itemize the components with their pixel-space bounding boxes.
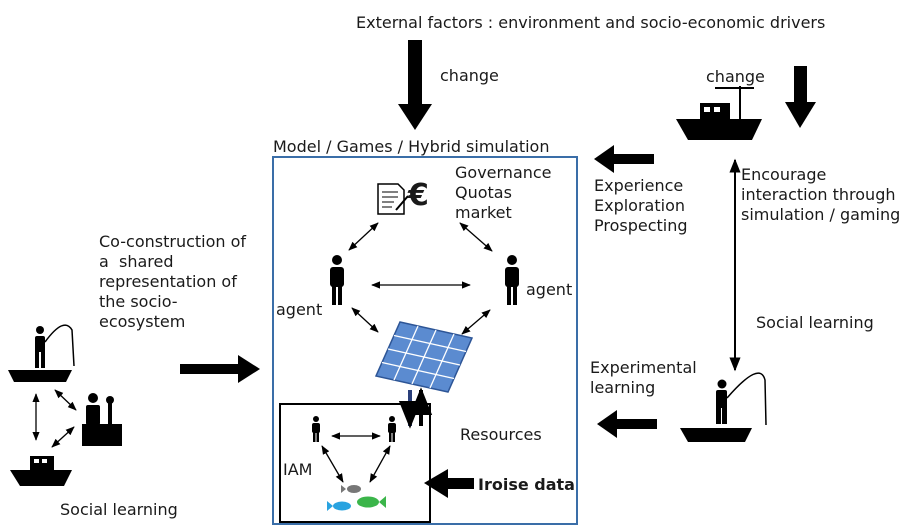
iam-agent-left-icon bbox=[312, 416, 320, 442]
iam-agent-right-icon bbox=[388, 416, 396, 442]
agent-left-icon bbox=[330, 255, 344, 305]
social-learning-left-label: Social learning bbox=[60, 500, 178, 519]
governance-label: Governance Quotas market bbox=[455, 163, 552, 222]
experience-label: Experience Exploration Prospecting bbox=[594, 176, 688, 235]
euro-icon: € bbox=[408, 178, 429, 213]
document-icon bbox=[377, 183, 409, 215]
experience-arrow bbox=[594, 145, 654, 173]
external-factors-label: External factors : environment and socio… bbox=[356, 13, 826, 32]
fish-icons bbox=[327, 485, 386, 511]
experimental-arrow bbox=[597, 410, 657, 438]
resource-grid bbox=[374, 321, 474, 393]
fisherman-boat-left-icon bbox=[8, 324, 75, 382]
agent-right-icon bbox=[505, 255, 519, 305]
agent-left-label: agent bbox=[276, 300, 323, 319]
model-title: Model / Games / Hybrid simulation bbox=[273, 137, 550, 156]
change-arrow-left bbox=[398, 40, 432, 130]
coconstruction-arrow bbox=[180, 355, 260, 383]
fisherman-boat-right-icon bbox=[680, 372, 767, 442]
change-right-label: change bbox=[706, 67, 765, 86]
encourage-label: Encourage interaction through simulation… bbox=[741, 165, 901, 224]
scientist-icon bbox=[82, 393, 122, 446]
change-arrow-right bbox=[785, 66, 816, 128]
change-left-label: change bbox=[440, 66, 499, 85]
agent-right-label: agent bbox=[526, 280, 573, 299]
iam-label: IAM bbox=[283, 460, 313, 479]
model-frame bbox=[272, 156, 578, 525]
iroise-data-label: Iroise data bbox=[478, 475, 575, 494]
resources-label: Resources bbox=[460, 425, 542, 444]
social-learning-right-label: Social learning bbox=[756, 313, 874, 332]
iroise-arrow bbox=[424, 469, 474, 498]
trawler-top-icon bbox=[676, 86, 762, 140]
experimental-learning-label: Experimental learning bbox=[590, 358, 697, 397]
trawler-bottom-icon bbox=[10, 456, 72, 486]
coconstruction-label: Co-construction of a shared representati… bbox=[99, 232, 247, 331]
grid-iam-link bbox=[398, 387, 433, 429]
iam-box bbox=[279, 403, 431, 523]
